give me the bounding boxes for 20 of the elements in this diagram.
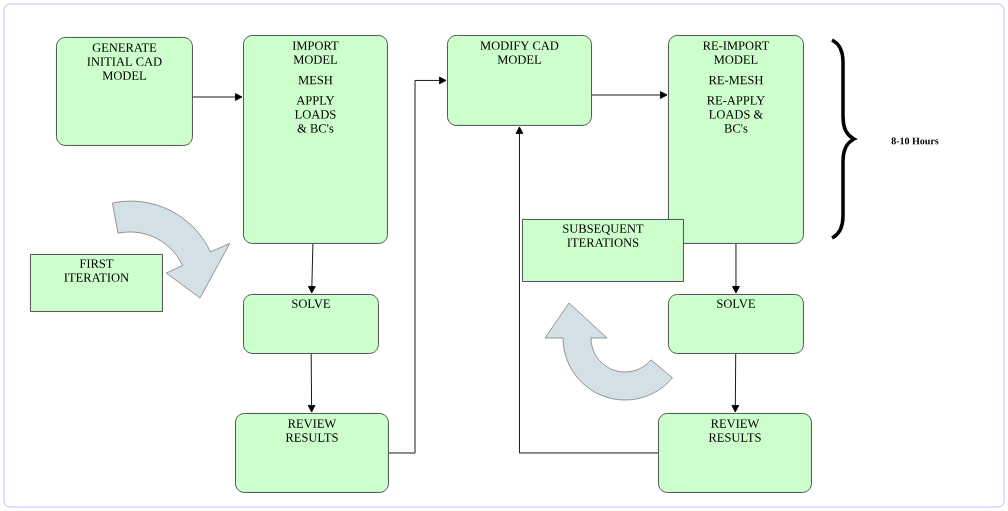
process-box: IMPORT MODEL MESH APPLY LOADS & BC's bbox=[243, 35, 388, 244]
arrow bbox=[307, 353, 316, 413]
arrow bbox=[591, 91, 668, 99]
process-box: SOLVE bbox=[243, 294, 379, 354]
arrow bbox=[731, 353, 740, 413]
process-box: SOLVE bbox=[668, 294, 804, 354]
arrow bbox=[192, 93, 243, 101]
process-box: REVIEW RESULTS bbox=[658, 413, 812, 493]
duration-label: 8-10 Hours bbox=[891, 137, 939, 145]
arrow bbox=[732, 243, 740, 294]
process-box: GENERATE INITIAL CAD MODEL bbox=[56, 37, 193, 146]
process-box: MODIFY CAD MODEL bbox=[447, 35, 592, 126]
process-box: RE-IMPORT MODEL RE-MESH RE-APPLY LOADS & BC's bbox=[668, 35, 804, 244]
process-box: REVIEW RESULTS bbox=[235, 413, 389, 493]
note-box: FIRST ITERATION bbox=[30, 254, 163, 312]
curved-arrow bbox=[544, 302, 673, 401]
arrow bbox=[515, 126, 659, 454]
arrow bbox=[308, 243, 316, 294]
arrow bbox=[388, 76, 447, 454]
note-box: SUBSEQUENT ITERATIONS bbox=[522, 219, 684, 282]
